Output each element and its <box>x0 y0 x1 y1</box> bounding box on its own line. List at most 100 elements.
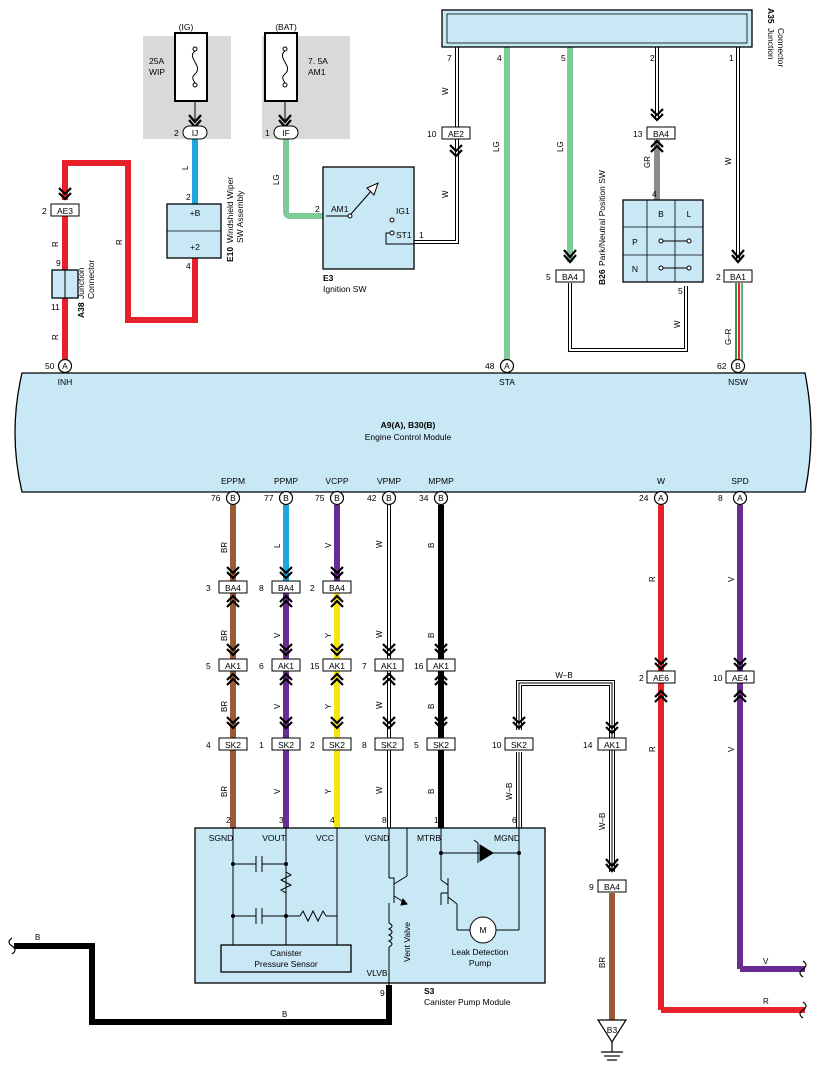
connector-ak1-wb: AK1 14 <box>583 721 627 751</box>
svg-text:BR: BR <box>220 701 229 712</box>
ba4-gr-label: BA4 <box>653 129 669 139</box>
fuse-am1-icon <box>264 32 298 122</box>
ecm-terminal-nsw: B 62 NSW <box>717 358 748 387</box>
wire-label-r1: R <box>51 241 60 247</box>
wiper-name-1: Windshield Wiper <box>225 177 235 243</box>
svg-text:AE6: AE6 <box>653 673 669 683</box>
a38-code: A38 <box>76 302 86 318</box>
wiper-code: E10 <box>225 247 235 262</box>
svg-text:AK1: AK1 <box>381 661 397 671</box>
svg-text:4: 4 <box>206 740 211 750</box>
wire-r-inh <box>62 160 198 323</box>
svg-text:W–B: W–B <box>598 813 607 830</box>
ign-code: E3 <box>323 273 334 283</box>
svg-text:77: 77 <box>264 493 274 503</box>
svg-text:Y: Y <box>324 632 333 638</box>
svg-text:3: 3 <box>279 815 284 825</box>
svg-text:2: 2 <box>639 673 644 683</box>
connector-ij <box>182 125 208 140</box>
a35-pin-5: 5 <box>561 53 566 63</box>
svg-text:MPMP: MPMP <box>428 476 454 486</box>
svg-text:50: 50 <box>45 361 55 371</box>
svg-text:W–B: W–B <box>555 671 572 680</box>
svg-text:AK1: AK1 <box>278 661 294 671</box>
svg-text:AK1: AK1 <box>604 740 620 750</box>
engine-control-module <box>14 372 812 493</box>
svg-text:76: 76 <box>211 493 221 503</box>
ign-am1: AM1 <box>331 204 349 214</box>
svg-text:A: A <box>658 493 664 503</box>
svg-text:BR: BR <box>598 957 607 968</box>
sensor-name-1: Canister <box>270 948 302 958</box>
svg-text:8: 8 <box>718 493 723 503</box>
svg-text:BA4: BA4 <box>604 882 620 892</box>
svg-text:Y: Y <box>324 788 333 794</box>
ba4-lg-label: BA4 <box>562 272 578 282</box>
wire-w-b26 <box>568 283 688 352</box>
svg-text:VOUT: VOUT <box>262 833 286 843</box>
svg-text:NSW: NSW <box>728 377 748 387</box>
svg-text:AK1: AK1 <box>433 661 449 671</box>
svg-text:Y: Y <box>324 703 333 709</box>
pump-name-1: Leak Detection <box>452 947 509 957</box>
svg-text:42: 42 <box>367 493 377 503</box>
svg-text:BR: BR <box>220 786 229 797</box>
svg-text:1: 1 <box>434 815 439 825</box>
pressure-sensor-circuit <box>232 828 338 945</box>
ij-pin: 2 <box>174 128 179 138</box>
svg-text:SGND: SGND <box>209 833 234 843</box>
svg-text:B: B <box>334 493 340 503</box>
svg-text:B: B <box>230 493 236 503</box>
svg-text:MGND: MGND <box>494 833 520 843</box>
a35-name-2: Connector <box>776 28 786 67</box>
wire-label-lg-am1: LG <box>272 174 281 185</box>
wire-label-wiper: L <box>181 165 190 170</box>
svg-text:SK2: SK2 <box>511 740 527 750</box>
svg-text:VPMP: VPMP <box>377 476 401 486</box>
if-label: IF <box>282 128 290 138</box>
a38-pin-bottom: 11 <box>51 302 60 312</box>
ae2-pin: 10 <box>427 129 437 139</box>
a35-pin-2: 2 <box>650 53 655 63</box>
ign-ig1: IG1 <box>396 206 410 216</box>
wire-w-b <box>516 680 615 872</box>
svg-text:V: V <box>727 576 736 582</box>
wire-lg-am1 <box>283 139 326 219</box>
lower-wire-labels: BR BR BR BR L V V V V Y Y Y W W W W B B … <box>35 540 769 1019</box>
svg-text:V: V <box>763 957 769 966</box>
leak-detection-pump-circuit <box>440 828 520 931</box>
svg-text:B: B <box>427 543 436 548</box>
ecm-terminal-inh: A 50 INH <box>45 358 72 387</box>
svg-text:SK2: SK2 <box>225 740 241 750</box>
svg-text:7: 7 <box>362 661 367 671</box>
svg-text:14: 14 <box>583 740 593 750</box>
b26-row-b: B <box>658 209 664 219</box>
svg-text:B: B <box>427 789 436 794</box>
svg-text:34: 34 <box>419 493 429 503</box>
svg-text:8: 8 <box>382 815 387 825</box>
ba4-gr-pin: 13 <box>633 129 643 139</box>
b26-contacts-icon <box>658 238 692 271</box>
ba1-pin: 2 <box>716 272 721 282</box>
ignition-contact-icon <box>326 182 414 245</box>
svg-text:W: W <box>375 540 384 548</box>
svg-text:8: 8 <box>259 583 264 593</box>
connector-ba4-gr <box>646 126 676 140</box>
svg-text:15: 15 <box>310 661 320 671</box>
svg-text:B: B <box>427 633 436 638</box>
wiper-pin-bottom: 4 <box>186 261 191 271</box>
